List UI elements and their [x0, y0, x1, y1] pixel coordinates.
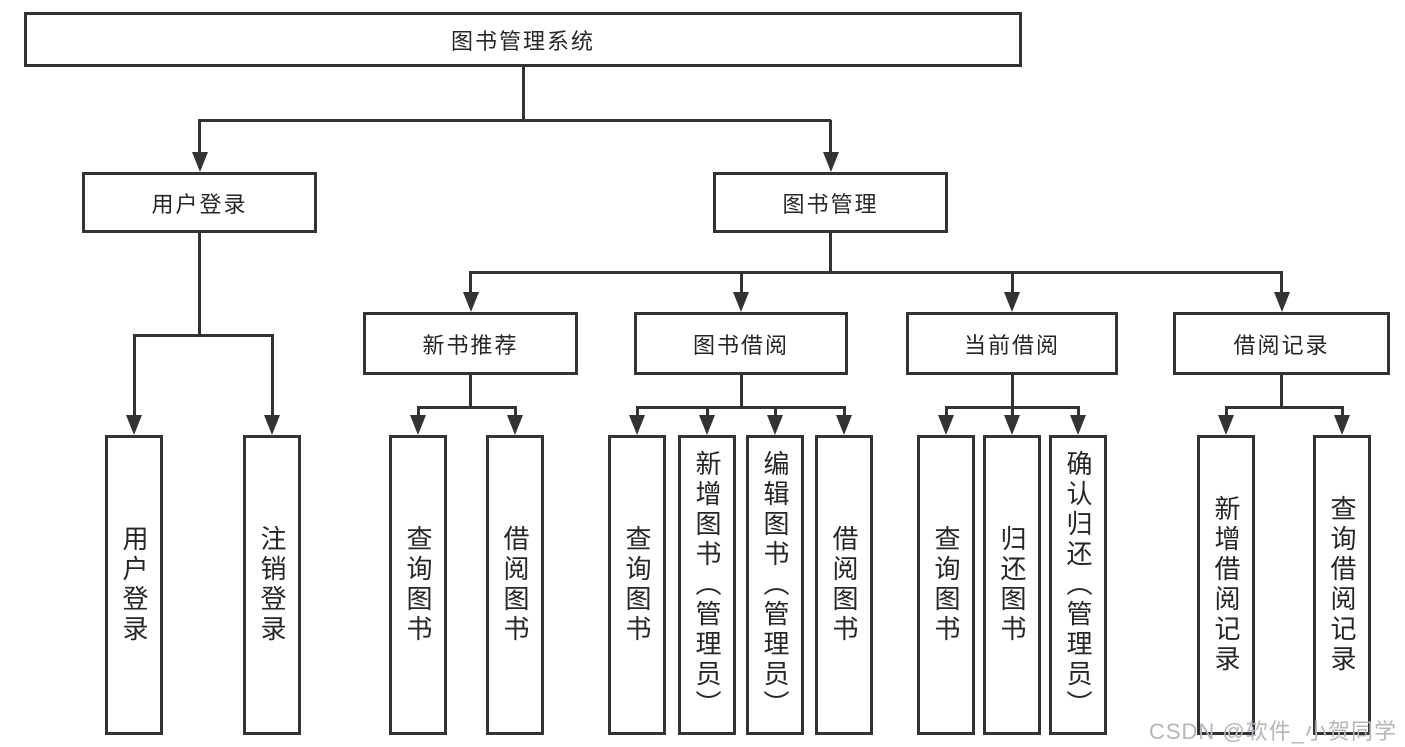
node-label: 新书推荐	[422, 332, 519, 358]
node-label: 借阅图书	[500, 525, 530, 645]
node-label: 新增图书（管理员）	[692, 450, 722, 720]
connector-leaf-stem	[635, 407, 639, 417]
connector-to-leaf-login	[132, 335, 136, 415]
connector-new-book-stem	[469, 375, 472, 407]
arrow-to-leaf-logout	[264, 415, 280, 435]
arrow-to-leaf	[1218, 415, 1234, 435]
connector-book-mgmt-stem	[829, 233, 832, 272]
leaf-borrow-books-recommend: 借阅图书	[486, 435, 544, 735]
node-book-management: 图书管理	[713, 172, 948, 233]
arrow-to-leaf	[938, 415, 954, 435]
arrow-to-leaf	[1004, 415, 1020, 435]
leaf-query-books-recommend: 查询图书	[389, 435, 447, 735]
connector-to-leaf-logout	[270, 335, 274, 415]
connector-leaf-stem	[842, 407, 846, 417]
node-borrow-records: 借阅记录	[1173, 312, 1390, 375]
connector-book-mgmt-split	[469, 270, 1283, 274]
arrow-to-borrow-records	[1273, 292, 1290, 312]
arrow-to-leaf	[507, 415, 523, 435]
node-label: 归还图书	[997, 525, 1027, 645]
arrow-to-leaf	[629, 415, 645, 435]
node-label: 编辑图书（管理员）	[760, 450, 790, 720]
node-library-management-system: 图书管理系统	[24, 12, 1022, 67]
connector-to-current-borrow	[1010, 272, 1014, 292]
leaf-query-books-borrow: 查询图书	[608, 435, 666, 735]
node-label: 当前借阅	[963, 332, 1060, 358]
node-current-borrow: 当前借阅	[906, 312, 1118, 375]
leaf-add-borrow-record: 新增借阅记录	[1197, 435, 1255, 735]
arrow-to-book-management	[822, 152, 839, 172]
connector-book-borrow-split	[635, 405, 846, 409]
leaf-user-login: 用户登录	[105, 435, 163, 735]
arrow-to-user-login	[191, 152, 208, 172]
node-label: 注销登录	[257, 525, 287, 645]
connector-new-book-split	[416, 405, 517, 409]
connector-to-book-borrow	[739, 272, 743, 292]
connector-leaf-stem	[1340, 407, 1344, 417]
arrow-to-leaf	[836, 415, 852, 435]
node-label: 确认归还（管理员）	[1063, 450, 1093, 720]
arrow-to-leaf	[699, 415, 715, 435]
node-new-book-recommend: 新书推荐	[363, 312, 578, 375]
leaf-query-books-current: 查询图书	[917, 435, 975, 735]
connector-book-borrow-stem	[739, 375, 743, 407]
node-label: 图书管理系统	[450, 28, 595, 54]
leaf-logout: 注销登录	[243, 435, 301, 735]
connector-leaf-stem	[416, 407, 420, 417]
arrow-to-leaf	[410, 415, 426, 435]
arrow-to-leaf	[1070, 415, 1086, 435]
leaf-add-books-admin: 新增图书（管理员）	[678, 435, 736, 735]
arrow-to-book-borrow	[733, 292, 749, 312]
connector-to-new-book	[469, 272, 472, 292]
arrow-to-new-book	[462, 292, 479, 312]
connector-leaf-stem	[1076, 407, 1080, 417]
node-label: 查询图书	[403, 525, 433, 645]
node-label: 借阅记录	[1233, 332, 1330, 358]
connector-to-user-login	[198, 120, 201, 153]
connector-leaf-stem	[705, 407, 709, 417]
connector-borrow-records-split	[1224, 405, 1344, 409]
connector-borrow-records-stem	[1280, 375, 1283, 407]
leaf-return-books: 归还图书	[983, 435, 1041, 735]
node-label: 新增借阅记录	[1211, 495, 1241, 675]
connector-root-split	[198, 118, 831, 122]
node-label: 查询图书	[931, 525, 961, 645]
csdn-watermark: CSDN @软件_小贺同学	[1148, 719, 1397, 744]
arrow-to-leaf	[1334, 415, 1350, 435]
connector-to-book-management	[829, 120, 832, 153]
connector-to-borrow-records	[1280, 272, 1283, 292]
connector-leaf-stem	[1224, 407, 1228, 417]
node-user-login: 用户登录	[82, 172, 317, 233]
leaf-borrow-books: 借阅图书	[815, 435, 873, 735]
node-book-borrow: 图书借阅	[634, 312, 848, 375]
node-label: 借阅图书	[829, 525, 859, 645]
leaf-confirm-return-admin: 确认归还（管理员）	[1049, 435, 1107, 735]
arrow-to-current-borrow	[1004, 292, 1020, 312]
node-label: 查询借阅记录	[1327, 495, 1357, 675]
connector-current-borrow-stem	[1010, 375, 1014, 407]
connector-user-login-stem	[198, 233, 201, 335]
node-label: 查询图书	[622, 525, 652, 645]
leaf-edit-books-admin: 编辑图书（管理员）	[746, 435, 804, 735]
arrow-to-leaf	[767, 415, 783, 435]
connector-leaf-stem	[944, 407, 948, 417]
node-label: 用户登录	[151, 191, 248, 217]
node-label: 图书借阅	[692, 332, 789, 358]
connector-root-stem	[521, 67, 525, 120]
node-label: 用户登录	[119, 525, 149, 645]
connector-leaf-stem	[773, 407, 777, 417]
connector-leaf-stem	[513, 407, 517, 417]
connector-leaf-stem	[1010, 407, 1014, 417]
node-label: 图书管理	[782, 191, 879, 217]
arrow-to-leaf-login	[126, 415, 142, 435]
leaf-query-borrow-record: 查询借阅记录	[1313, 435, 1371, 735]
connector-user-login-split	[132, 333, 274, 337]
